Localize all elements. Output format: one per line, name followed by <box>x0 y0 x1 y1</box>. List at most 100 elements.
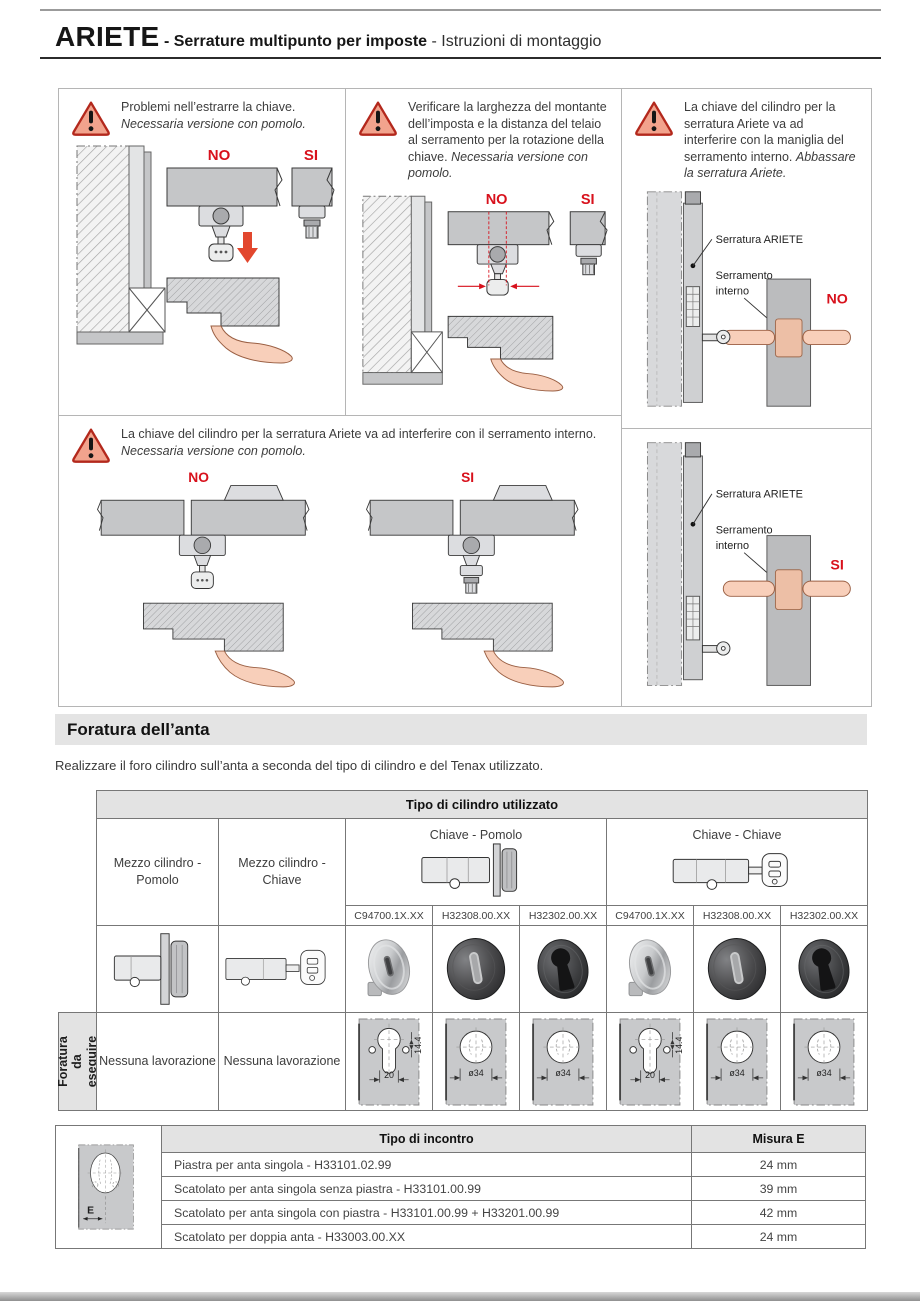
label-serratura-ariete: Serratura ARIETE <box>716 489 803 501</box>
warning-icon <box>72 428 110 463</box>
warning-text-italic: Necessaria versione con pomolo. <box>121 443 306 458</box>
dim-o34: ø34 <box>729 1068 744 1078</box>
code-cell: H32302.00.XX <box>781 906 868 926</box>
warning-icon <box>359 101 397 136</box>
panel-interference-frame: La chiave del cilindro per la serratura … <box>58 416 622 707</box>
code-cell: H32302.00.XX <box>520 906 607 926</box>
label-serratura-ariete: Serratura ARIETE <box>716 234 803 246</box>
e-dimension-label: E <box>87 1206 94 1217</box>
measure-e-diagram: E <box>56 1126 162 1249</box>
dim-14-4: 14.4 <box>413 1036 423 1053</box>
photo-escutcheon-black-euro <box>781 926 868 1013</box>
col-mezzo-chiave: Mezzo cilindro - Chiave <box>219 819 346 926</box>
door-handle <box>210 325 293 364</box>
diagram-frame-si: SI <box>365 470 578 688</box>
cylinder-key-drawing <box>672 852 788 890</box>
warning-text-main: Verificare la larghezza del montante del… <box>408 100 607 164</box>
red-arrow-down <box>237 232 258 263</box>
knob <box>464 582 477 594</box>
dim-20: 20 <box>384 1069 394 1079</box>
panel-key-extraction: Problemi nell’estrarre la chiave. Necess… <box>58 88 346 416</box>
sub-panel-si: Serratura ARIETE Serramento interno SI <box>622 429 871 706</box>
lock-body <box>447 315 553 359</box>
code-cell: H32308.00.XX <box>433 906 520 926</box>
door-handle <box>489 358 563 391</box>
dim-14-4: 14.4 <box>674 1036 684 1053</box>
wall-section <box>76 145 130 333</box>
drill-template-round: ø34 <box>433 1013 520 1111</box>
code-cell: C94700.1X.XX <box>607 906 694 926</box>
page-header: ARIETE - Serrature multipunto per impost… <box>55 21 601 53</box>
inner-window-frame <box>766 535 811 686</box>
code-cell: H32308.00.XX <box>694 906 781 926</box>
section-header: Foratura dell’anta <box>55 714 867 745</box>
no-work-cell: Nessuna lavorazione <box>219 1013 346 1111</box>
label-interno: interno <box>716 540 749 552</box>
incontro-row-tipo: Scatolato per anta singola con piastra -… <box>162 1201 692 1225</box>
subtitle-light: - Istruzioni di montaggio <box>431 33 602 50</box>
diagram-frame-no: NO <box>96 470 309 688</box>
label-si: SI <box>304 147 318 164</box>
ariete-lock <box>683 455 703 681</box>
incontro-row-misura: 39 mm <box>692 1177 866 1201</box>
drill-template-euro: 20 14.4 <box>607 1013 694 1111</box>
incontro-header-misura: Misura E <box>692 1126 866 1153</box>
warning-text-italic: Abbassare la serratura Ariete. <box>684 149 856 181</box>
product-title: ARIETE <box>55 21 160 52</box>
drill-template-round: ø34 <box>694 1013 781 1111</box>
incontro-row-misura: 24 mm <box>692 1225 866 1249</box>
knob <box>305 225 319 239</box>
no-work-cell: Nessuna lavorazione <box>97 1013 219 1111</box>
dim-20: 20 <box>645 1069 655 1079</box>
lock-body <box>142 602 284 652</box>
diagram-handle-no: Serratura ARIETE Serramento interno NO <box>646 190 851 407</box>
lock-body <box>166 277 280 327</box>
drill-template-round: ø34 <box>781 1013 868 1111</box>
window-handle <box>722 580 775 597</box>
diagram-key-extraction: NO SI <box>76 145 335 364</box>
label-serramento: Serramento <box>716 525 773 537</box>
warning-row: La chiave del cilindro per la serratura … <box>71 426 609 463</box>
label-si: SI <box>830 558 843 574</box>
dim-o34: ø34 <box>468 1068 483 1078</box>
incontro-table: E Tipo di incontro Misura E Piastra per … <box>55 1125 866 1249</box>
photo-escutcheon-chrome <box>607 926 694 1013</box>
warning-text: La chiave del cilindro per la serratura … <box>684 99 859 182</box>
photo-escutcheon-black-round <box>694 926 781 1013</box>
label-si: SI <box>580 191 594 207</box>
diagram-handle-si: Serratura ARIETE Serramento interno SI <box>646 442 851 686</box>
warning-text-main: La chiave del cilindro per la serratura … <box>684 100 844 164</box>
label-interno: interno <box>716 285 749 297</box>
header-rule <box>40 57 881 59</box>
label-no: NO <box>826 291 847 307</box>
sub-panel-no: La chiave del cilindro per la serratura … <box>622 89 871 429</box>
page-footer-bar <box>0 1292 920 1301</box>
drill-template-euro: 20 14.4 <box>346 1013 433 1111</box>
warning-row: Problemi nell’estrarre la chiave. Necess… <box>71 99 333 136</box>
lock-body <box>411 602 553 652</box>
table-title: Tipo di cilindro utilizzato <box>97 791 868 819</box>
group-label: Chiave - Pomolo <box>429 827 523 842</box>
warning-text: Problemi nell’estrarre la chiave. Necess… <box>121 99 333 132</box>
label-no: NO <box>188 470 209 485</box>
label-serramento: Serramento <box>716 270 773 282</box>
incontro-row-tipo: Piastra per anta singola - H33101.02.99 <box>162 1153 692 1177</box>
col-mezzo-pomolo: Mezzo cilindro - Pomolo <box>97 819 219 926</box>
dim-o34: ø34 <box>816 1068 831 1078</box>
group-chiave-pomolo: Chiave - Pomolo <box>346 819 607 906</box>
code-cell: C94700.1X.XX <box>346 906 433 926</box>
group-chiave-chiave: Chiave - Chiave <box>607 819 868 906</box>
incontro-header-tipo: Tipo di incontro <box>162 1126 692 1153</box>
cylinder-knob-drawing <box>421 842 518 897</box>
section-title: Foratura dell’anta <box>67 719 210 739</box>
warning-icon <box>72 101 110 136</box>
warning-text-italic: Necessaria versione con pomolo. <box>408 149 588 181</box>
incontro-row-misura: 42 mm <box>692 1201 866 1225</box>
photo-escutcheon-chrome <box>346 926 433 1013</box>
warning-text-italic: Necessaria versione con pomolo. <box>121 116 306 131</box>
photo-escutcheon-black-euro <box>520 926 607 1013</box>
photo-escutcheon-black-round <box>433 926 520 1013</box>
half-cylinder-knob-drawing <box>97 926 219 1013</box>
row-header-foratura: Foratura da eseguire <box>56 1012 99 1111</box>
warning-icon <box>635 101 673 136</box>
